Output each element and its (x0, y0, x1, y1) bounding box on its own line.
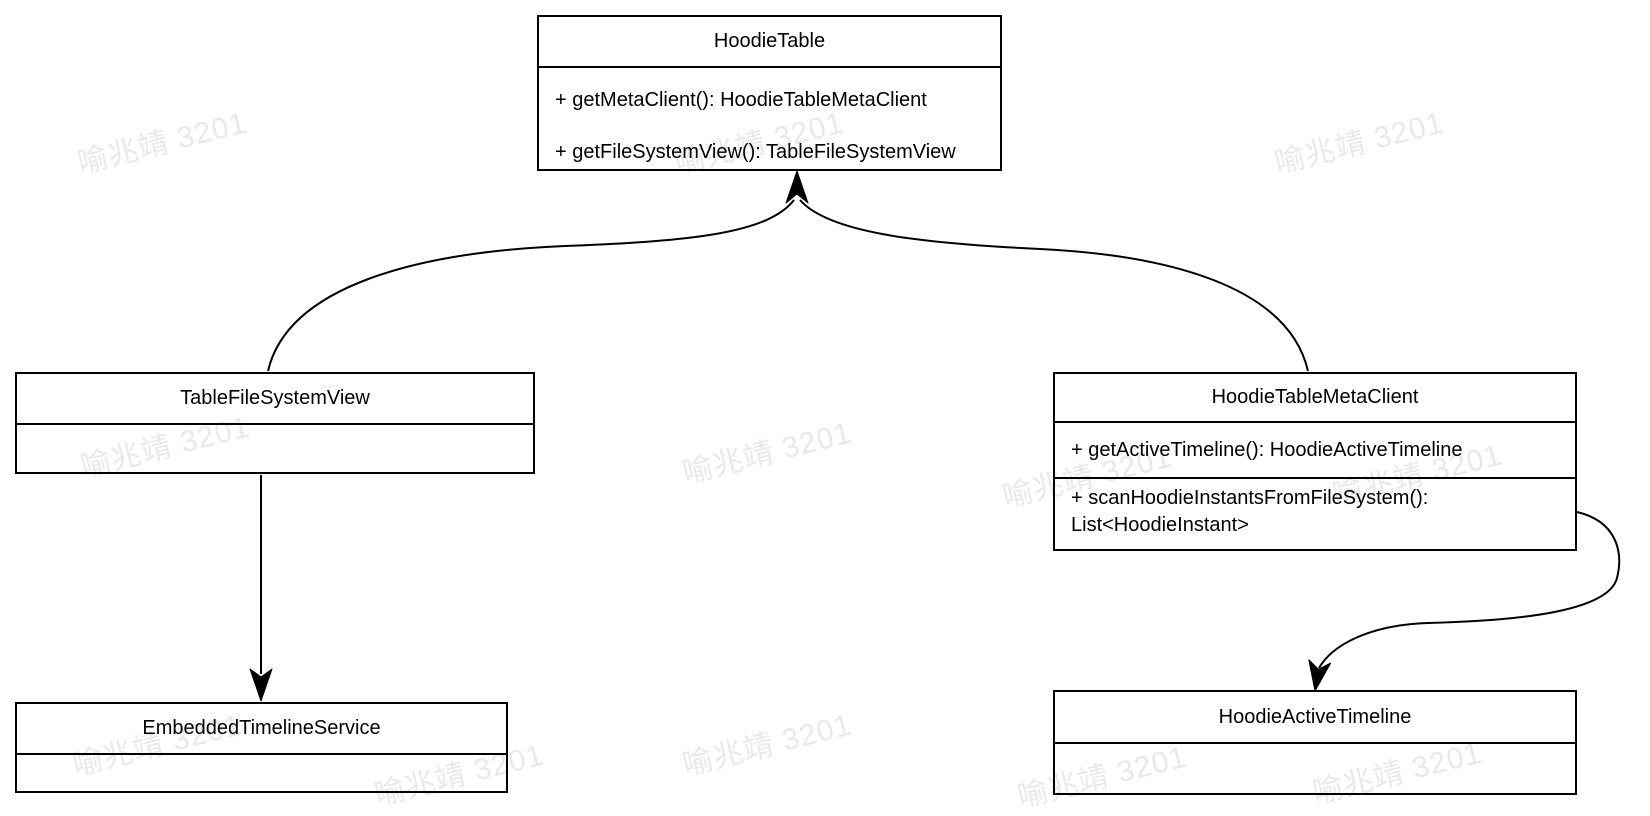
arrowhead-to-embeddedtimelineservice (249, 668, 273, 702)
class-hoodietablemetaclient: HoodieTableMetaClient + getActiveTimelin… (1053, 372, 1577, 551)
class-embeddedtimelineservice: EmbeddedTimelineService (15, 702, 508, 793)
class-method: + getFileSystemView(): TableFileSystemVi… (555, 140, 956, 163)
class-title: HoodieTable (539, 17, 1000, 68)
class-method: + getMetaClient(): HoodieTableMetaClient (555, 88, 927, 111)
class-title: TableFileSystemView (17, 374, 533, 425)
watermark: 喻兆靖 3201 (1271, 106, 1448, 181)
class-title: HoodieTableMetaClient (1055, 374, 1575, 423)
arrow-tablefilesystemview-to-hoodietable (267, 199, 795, 372)
class-hoodietable: HoodieTable + getMetaClient(): HoodieTab… (537, 15, 1002, 171)
class-method: + getActiveTimeline(): HoodieActiveTimel… (1055, 423, 1575, 479)
class-title: HoodieActiveTimeline (1055, 692, 1575, 744)
class-method: + scanHoodieInstantsFromFileSystem(): Li… (1071, 487, 1429, 536)
watermark: 喻兆靖 3201 (679, 708, 856, 783)
class-hoodieactivetimeline: HoodieActiveTimeline (1053, 690, 1577, 795)
arrow-hoodietablemetaclient-to-hoodietable (799, 199, 1309, 372)
watermark: 喻兆靖 3201 (74, 106, 251, 181)
watermark: 喻兆靖 3201 (679, 416, 856, 491)
class-tablefilesystemview: TableFileSystemView (15, 372, 535, 474)
arrowhead-to-hoodieactivetimeline (1308, 659, 1332, 692)
class-title: EmbeddedTimelineService (17, 704, 506, 755)
